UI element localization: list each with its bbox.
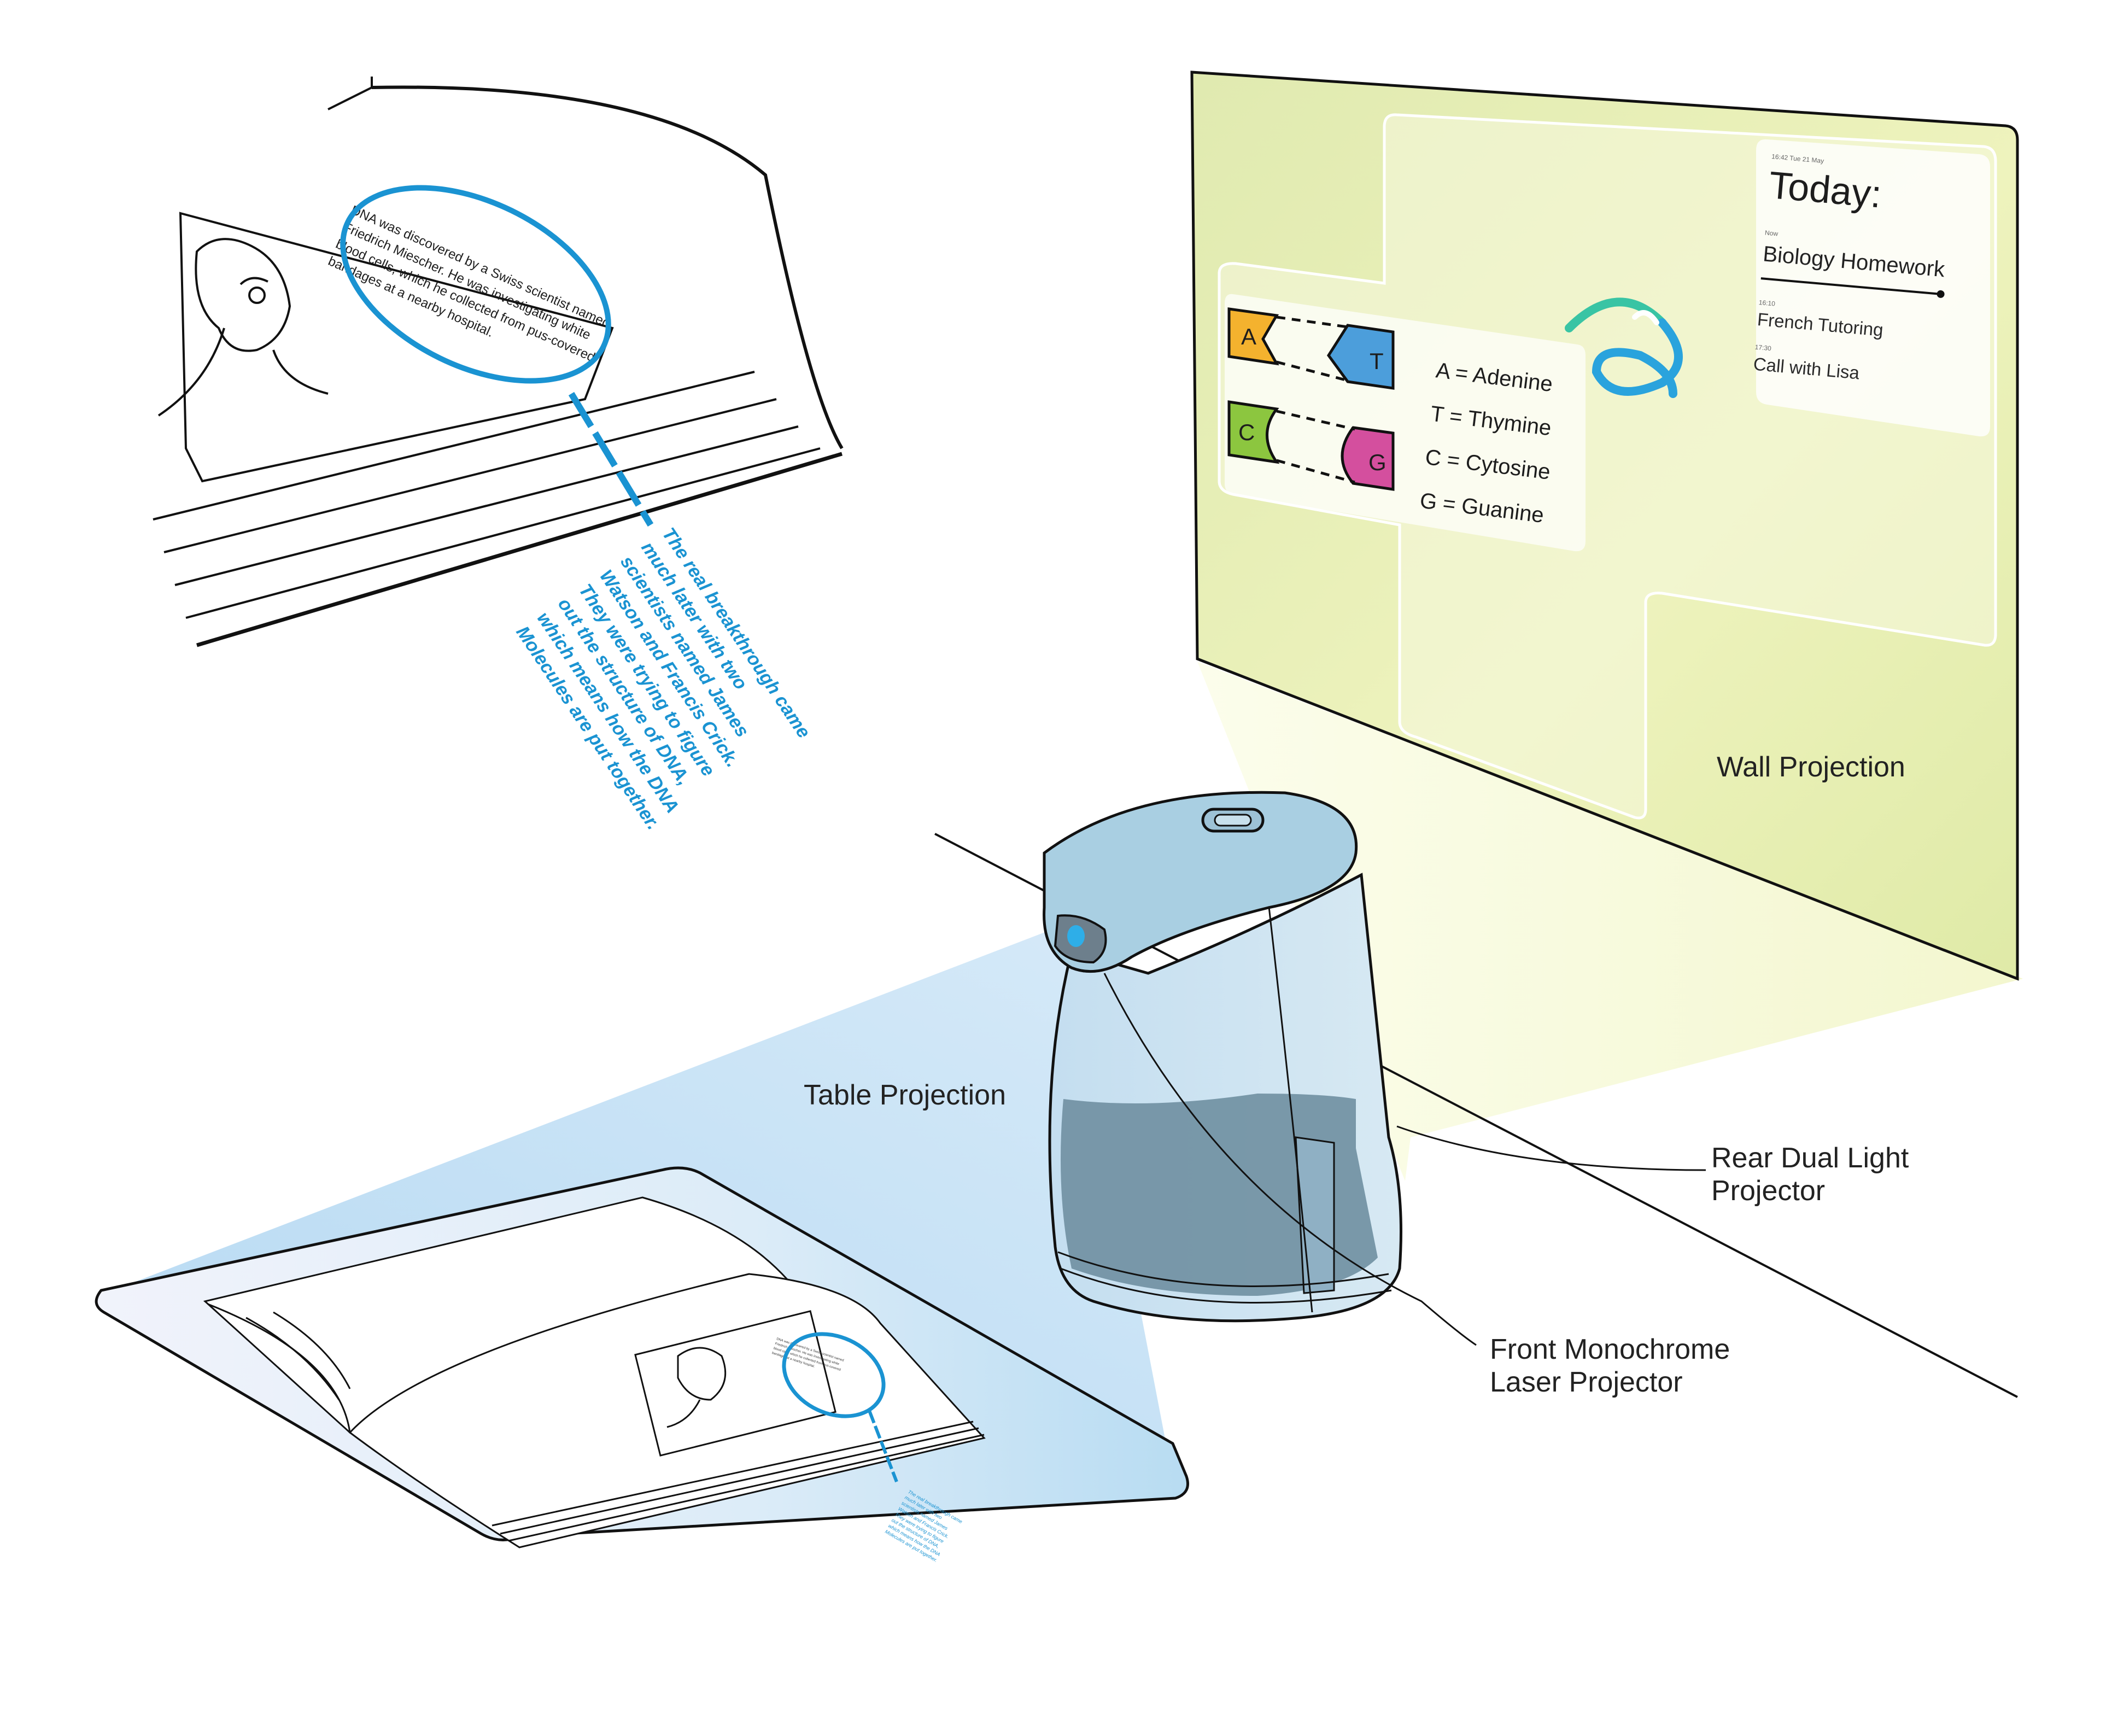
projected-annotation-pointer — [868, 1410, 898, 1483]
magnified-page-lines — [153, 371, 843, 647]
highlight-ellipse — [340, 185, 611, 384]
pair-link-at — [1276, 315, 1348, 382]
rear-projector-label-line-1: Rear Dual Light — [1711, 1142, 1909, 1174]
pair-link-cg — [1276, 410, 1355, 484]
device-inner-panel — [1295, 1136, 1335, 1294]
schedule-progress-dot — [1937, 290, 1945, 298]
book-photo-frame — [634, 1310, 836, 1457]
magnified-page-edge — [371, 85, 844, 449]
tag-c-letter: C — [1238, 419, 1255, 445]
tag-g-shape — [1341, 426, 1395, 491]
projected-book — [203, 1196, 986, 1548]
schedule-item-1-time: 16:10 — [1758, 299, 1775, 308]
front-projector-leader — [1103, 973, 1477, 1346]
device-bottom-band — [1057, 1251, 1392, 1304]
device-seam — [1267, 902, 1313, 1313]
wall-projection-label: Wall Projection — [1717, 751, 1905, 783]
rear-projection-beam — [1197, 662, 2023, 1181]
tag-t-shape — [1326, 324, 1395, 390]
table-projection-label: Table Projection — [804, 1079, 1006, 1111]
portrait-sketch — [157, 238, 329, 417]
front-lens — [1067, 925, 1085, 947]
tag-g-letter: G — [1368, 449, 1387, 475]
assistant-logo — [1565, 297, 1683, 398]
magnified-page-step — [327, 77, 373, 110]
schedule-now-label: Now — [1765, 229, 1779, 238]
rear-projector-label-line-2: Projector — [1711, 1175, 1825, 1207]
tag-a-shape — [1227, 307, 1279, 366]
schedule-progress-track — [1760, 277, 1941, 295]
tag-a-letter: A — [1241, 324, 1256, 349]
magnified-annotation: The real breakthrough came much later wi… — [512, 524, 814, 833]
wall-projection: 16:42 Tue 21 May Today: Now Biology Home… — [1190, 71, 2023, 1181]
book-back-page — [203, 1196, 789, 1434]
magnified-photo-frame — [179, 212, 614, 483]
dna-base-tags: A T C G — [1227, 307, 1395, 491]
tag-c-shape — [1227, 400, 1280, 464]
book-portrait-sketch — [666, 1347, 727, 1428]
projector-device — [1043, 791, 1402, 1323]
device-top-cap — [1043, 791, 1358, 973]
front-projector-label-line-2: Laser Projector — [1490, 1366, 1683, 1398]
front-projector-label-line-1: Front Monochrome — [1490, 1334, 1730, 1365]
dna-panel — [1225, 294, 1586, 552]
projected-highlight-ellipse — [782, 1332, 886, 1418]
book-page-stack — [492, 1421, 985, 1542]
annotation-pointer — [568, 391, 654, 527]
schedule-item-2-time: 17:30 — [1754, 343, 1771, 353]
magnified-book-detail: DNA was discovered by a Swiss scientist … — [142, 77, 844, 833]
rear-sensor-inner — [1214, 814, 1252, 827]
schedule-title: Today: — [1767, 163, 1883, 216]
rear-projector-leader — [1396, 1125, 1706, 1171]
tag-t-letter: T — [1370, 348, 1384, 374]
table-projection: DNA was discovered by a Swiss scientist … — [95, 924, 1189, 1563]
book-page-arc — [245, 1311, 351, 1400]
book-spine-curve — [207, 1303, 351, 1433]
